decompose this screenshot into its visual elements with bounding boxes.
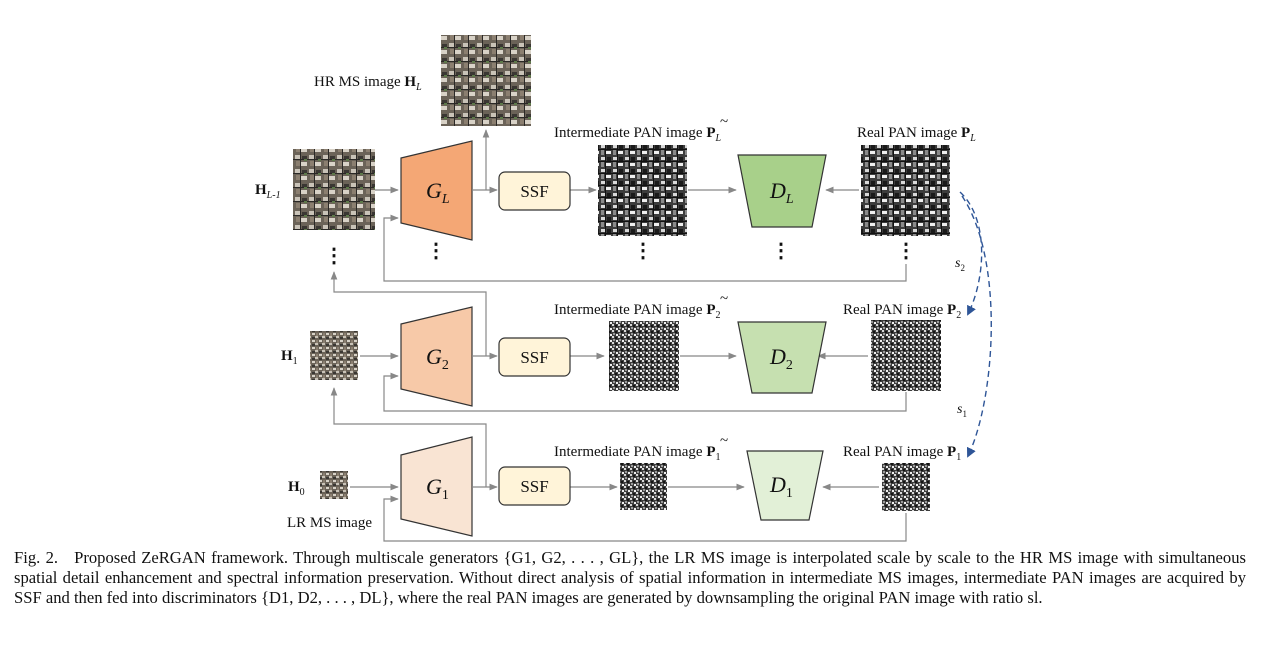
generator-G-2 xyxy=(400,306,473,407)
tilde-mark-1: ~ xyxy=(720,433,728,449)
discriminator-D-L xyxy=(737,154,827,228)
caption-fig-label: Fig. 2. xyxy=(14,548,59,567)
scale-arrow-s1 xyxy=(961,195,992,458)
discriminator-label-L: DL xyxy=(769,178,794,207)
tilde-mark-2: ~ xyxy=(720,291,728,307)
ssf-label-2: SSF xyxy=(520,348,548,367)
connection-arrows xyxy=(330,129,907,542)
ellipsis-discriminator: ⋮ xyxy=(771,240,791,262)
generator-label-2: G2 xyxy=(426,344,449,373)
real-pan-image-2 xyxy=(871,320,941,391)
hr-ms-label: HR MS image HL xyxy=(314,74,422,93)
discriminator-label-1: D1 xyxy=(769,472,793,501)
intermediate-pan-label-2: Intermediate PAN image P2 xyxy=(554,302,721,321)
intermediate-pan-image-2 xyxy=(609,321,679,391)
lr-ms-label: LR MS image xyxy=(287,515,372,531)
intermediate-pan-image-1 xyxy=(620,463,667,510)
real-pan-label-2: Real PAN image P2 xyxy=(843,302,961,321)
scale-label-s1: s1 xyxy=(957,402,967,419)
real-pan-image-1 xyxy=(882,463,930,511)
ms-image-level-L-1 xyxy=(293,149,375,230)
scale-label-s2: s2 xyxy=(955,256,965,273)
caption-text: Proposed ZeRGAN framework. Through multi… xyxy=(14,548,1246,607)
intermediate-pan-image-L xyxy=(598,145,687,236)
generator-G-1 xyxy=(400,436,473,537)
generator-G-L xyxy=(400,140,473,241)
ellipsis-ms: ⋮ xyxy=(324,245,344,267)
scale-arrow-s2 xyxy=(959,191,983,316)
real-pan-label-L: Real PAN image PL xyxy=(857,125,976,144)
ssf-box-2 xyxy=(498,337,571,377)
intermediate-pan-label-L: Intermediate PAN image PL xyxy=(554,125,722,144)
generator-label-1: G1 xyxy=(426,474,449,503)
framework-diagram: HR MS image HL HL-1 H1 H0 LR MS image GL… xyxy=(255,35,992,542)
scale-arrows xyxy=(959,191,992,458)
ms-image-level-1 xyxy=(310,331,358,380)
ms-image-level-0 xyxy=(320,471,348,499)
ellipsis-intermediate-pan: ⋮ xyxy=(633,240,653,262)
real-pan-label-1: Real PAN image P1 xyxy=(843,444,961,463)
real-pan-image-L xyxy=(861,145,950,236)
discriminator-label-2: D2 xyxy=(769,344,793,373)
input-label-L-1: HL-1 xyxy=(255,182,281,201)
ssf-label-1: SSF xyxy=(520,477,548,496)
input-label-1: H1 xyxy=(281,348,298,367)
ssf-label-L: SSF xyxy=(520,182,548,201)
ssf-box-1 xyxy=(498,466,571,506)
generator-label-L: GL xyxy=(426,178,450,207)
input-label-0: H0 xyxy=(288,479,305,498)
ellipsis-real-pan: ⋮ xyxy=(896,240,916,262)
discriminator-D-2 xyxy=(737,321,827,394)
ellipsis-generator: ⋮ xyxy=(426,240,446,262)
figure-caption: Fig. 2. Proposed ZeRGAN framework. Throu… xyxy=(14,548,1246,608)
discriminator-D-1 xyxy=(746,450,824,521)
ssf-box-L xyxy=(498,171,571,211)
intermediate-pan-label-1: Intermediate PAN image P1 xyxy=(554,444,721,463)
hr-ms-image xyxy=(441,35,531,126)
tilde-mark-L: ~ xyxy=(720,114,728,130)
